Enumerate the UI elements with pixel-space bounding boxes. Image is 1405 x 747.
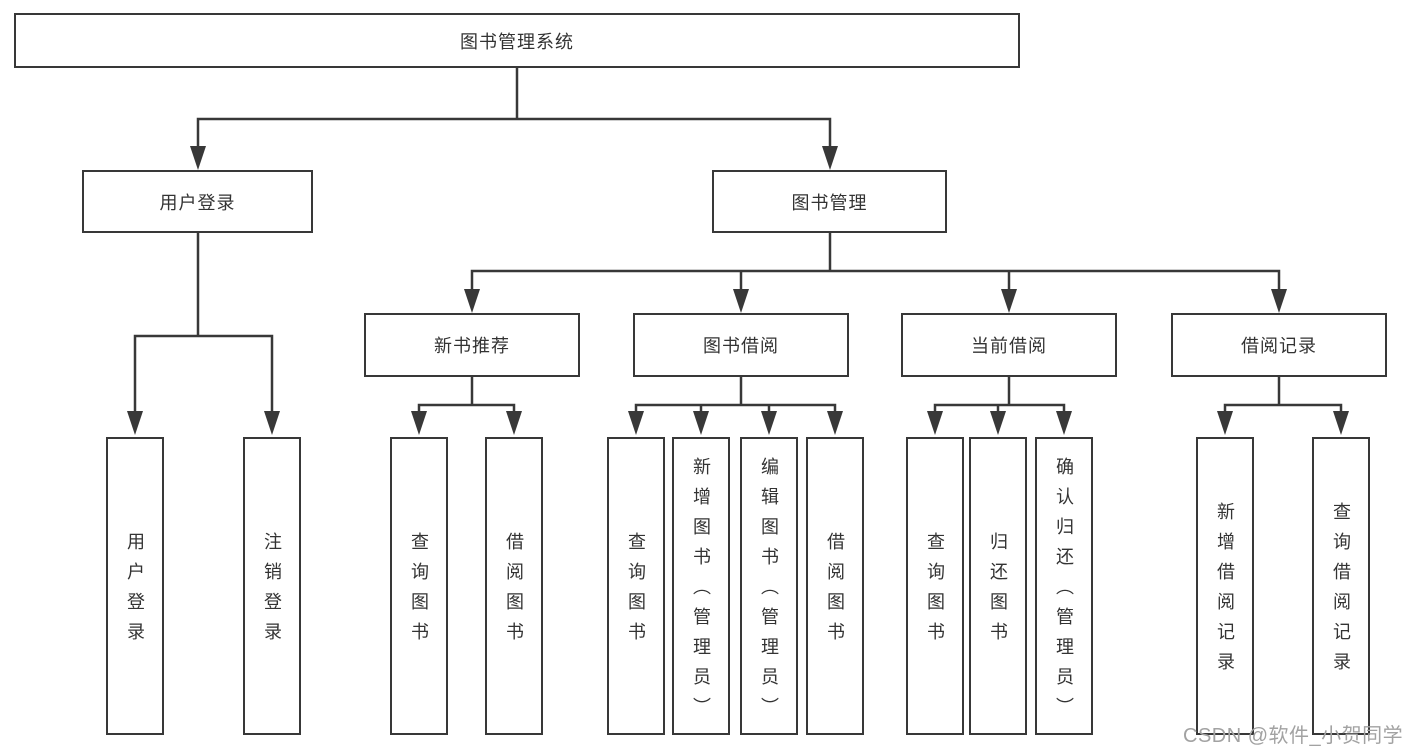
leaf-user-login: 用户登录 xyxy=(106,437,164,735)
leaf-logout: 注销登录 xyxy=(243,437,301,735)
leaf-bor-edit-books-admin: 编辑图书（管理员） xyxy=(740,437,798,735)
leaf-cur-return-books: 归还图书 xyxy=(969,437,1027,735)
arrowhead-group xyxy=(127,146,1349,435)
leaf-bor-borrow-books-label: 借阅图书 xyxy=(825,532,845,652)
node-borrow-record: 借阅记录 xyxy=(1171,313,1387,377)
leaf-cur-confirm-return-admin: 确认归还（管理员） xyxy=(1035,437,1093,735)
leaf-rcd-query-record-label: 查询借阅记录 xyxy=(1331,502,1351,682)
leaf-bor-borrow-books: 借阅图书 xyxy=(806,437,864,735)
node-new-book-recommend: 新书推荐 xyxy=(364,313,580,377)
leaf-bor-add-books-admin-label: 新增图书（管理员） xyxy=(691,457,711,727)
node-current-borrow: 当前借阅 xyxy=(901,313,1117,377)
leaf-rcd-add-record: 新增借阅记录 xyxy=(1196,437,1254,735)
leaf-rec-query-books-label: 查询图书 xyxy=(409,532,429,652)
leaf-bor-edit-books-admin-label: 编辑图书（管理员） xyxy=(759,457,779,727)
leaf-bor-query-books: 查询图书 xyxy=(607,437,665,735)
leaf-rcd-query-record: 查询借阅记录 xyxy=(1312,437,1370,735)
leaf-rec-borrow-books-label: 借阅图书 xyxy=(504,532,524,652)
watermark-text: CSDN @软件_小贺同学 xyxy=(1183,725,1404,747)
leaf-rcd-add-record-label: 新增借阅记录 xyxy=(1215,502,1235,682)
leaf-logout-label: 注销登录 xyxy=(262,532,282,652)
leaf-bor-query-books-label: 查询图书 xyxy=(626,532,646,652)
leaf-bor-add-books-admin: 新增图书（管理员） xyxy=(672,437,730,735)
leaf-cur-return-books-label: 归还图书 xyxy=(988,532,1008,652)
node-root-system: 图书管理系统 xyxy=(14,13,1020,68)
leaf-cur-query-books: 查询图书 xyxy=(906,437,964,735)
leaf-rec-borrow-books: 借阅图书 xyxy=(485,437,543,735)
leaf-cur-confirm-return-admin-label: 确认归还（管理员） xyxy=(1054,457,1074,727)
leaf-cur-query-books-label: 查询图书 xyxy=(925,532,945,652)
node-book-borrow: 图书借阅 xyxy=(633,313,849,377)
leaf-rec-query-books: 查询图书 xyxy=(390,437,448,735)
node-user-login: 用户登录 xyxy=(82,170,313,233)
node-book-management: 图书管理 xyxy=(712,170,947,233)
leaf-user-login-label: 用户登录 xyxy=(125,532,145,652)
